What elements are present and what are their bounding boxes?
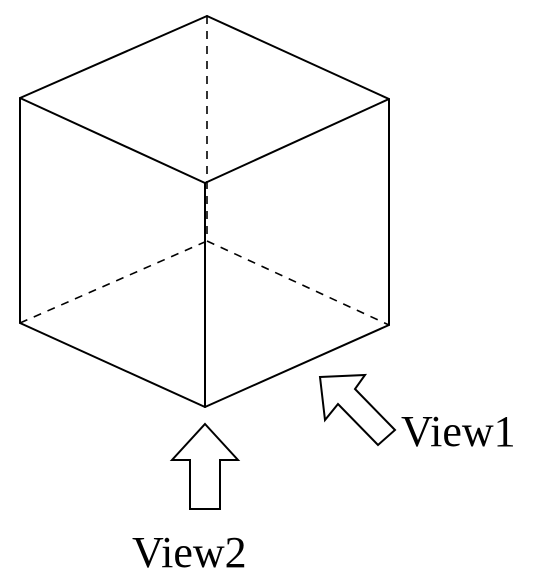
view2-label: View2 xyxy=(132,528,247,577)
view1-label: View1 xyxy=(401,407,516,456)
cube-hidden-bottom-left-back xyxy=(19,240,208,324)
cube-top-edge-right-back xyxy=(206,15,390,100)
cube-bottom-edge-right-front xyxy=(204,324,390,408)
cube xyxy=(19,15,390,408)
cube-bottom-edge-left-front xyxy=(19,322,206,408)
cube-top-edge-left-front xyxy=(19,97,206,184)
view2-arrow xyxy=(169,422,241,510)
view1-arrow xyxy=(318,373,397,447)
cube-top-edge-left-back xyxy=(19,15,208,99)
cube-hidden-bottom-right-back xyxy=(206,240,390,326)
cube-top-edge-right-front xyxy=(204,98,390,184)
